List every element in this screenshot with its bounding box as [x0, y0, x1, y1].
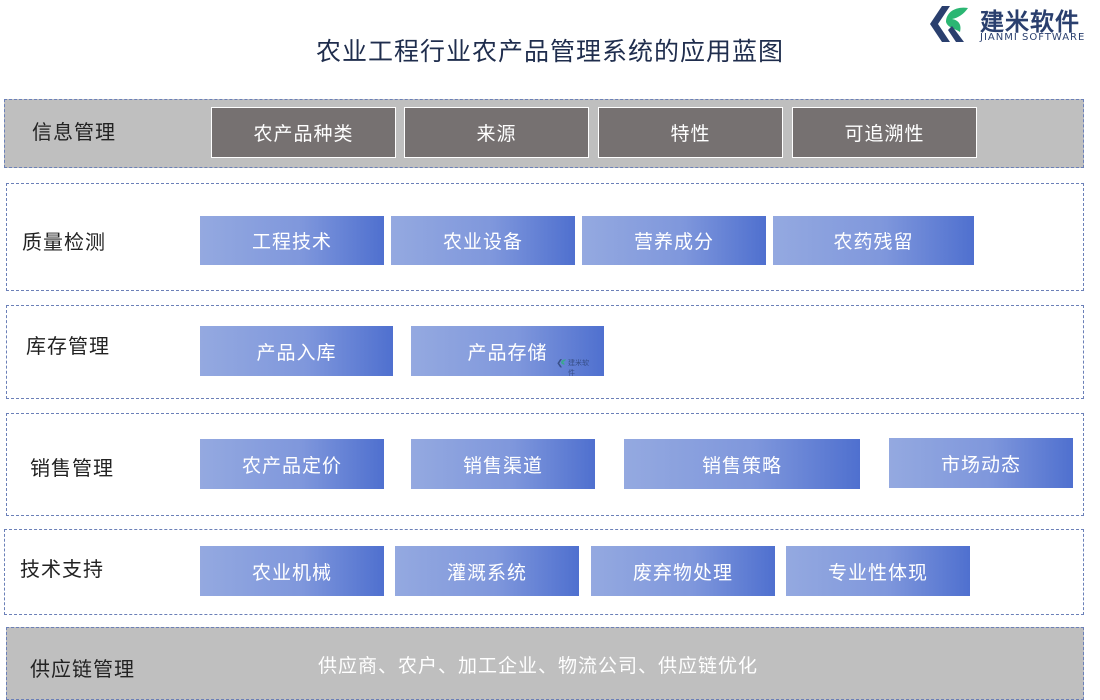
info-item-traceability: 可追溯性: [792, 107, 977, 158]
sales-item-pricing: 农产品定价: [200, 439, 384, 489]
quality-item-pesticide: 农药残留: [773, 216, 974, 265]
sales-management-row: [6, 413, 1084, 516]
sales-item-channels: 销售渠道: [411, 439, 595, 489]
sales-management-label: 销售管理: [30, 456, 114, 480]
inventory-item-storage: 产品存储: [411, 326, 604, 376]
supply-chain-text: 供应商、农户、加工企业、物流公司、供应链优化: [318, 655, 759, 677]
page-title: 农业工程行业农产品管理系统的应用蓝图: [315, 37, 784, 66]
info-item-source: 来源: [404, 107, 589, 158]
quality-item-equipment: 农业设备: [391, 216, 575, 265]
tech-support-label: 技术支持: [20, 557, 104, 581]
inventory-management-row: [6, 305, 1084, 399]
jianmi-logo-icon: [930, 6, 968, 42]
tech-support-row: [4, 529, 1084, 615]
watermark-logo-icon: [557, 359, 567, 368]
tech-item-expertise: 专业性体现: [786, 546, 970, 596]
inventory-item-inbound: 产品入库: [200, 326, 393, 376]
sales-item-market: 市场动态: [889, 438, 1073, 488]
sales-item-strategy: 销售策略: [624, 439, 860, 489]
quality-item-engineering: 工程技术: [200, 216, 384, 265]
quality-inspection-row: [6, 183, 1084, 291]
logo: 建米软件 JIANMI SOFTWARE: [924, 2, 1100, 46]
tech-item-irrigation: 灌溉系统: [395, 546, 579, 596]
quality-inspection-label: 质量检测: [22, 230, 106, 254]
supply-chain-label: 供应链管理: [30, 657, 135, 681]
info-item-variety: 农产品种类: [211, 107, 396, 158]
logo-subtitle: JIANMI SOFTWARE: [980, 32, 1086, 43]
watermark: 建米软件: [556, 356, 592, 377]
quality-item-nutrition: 营养成分: [582, 216, 766, 265]
inventory-management-label: 库存管理: [26, 334, 110, 358]
logo-name: 建米软件: [980, 8, 1080, 36]
watermark-text: 建米软件: [568, 359, 589, 377]
info-management-label: 信息管理: [32, 120, 116, 144]
tech-item-machinery: 农业机械: [200, 546, 384, 596]
info-item-properties: 特性: [598, 107, 783, 158]
tech-item-waste: 废弃物处理: [591, 546, 775, 596]
